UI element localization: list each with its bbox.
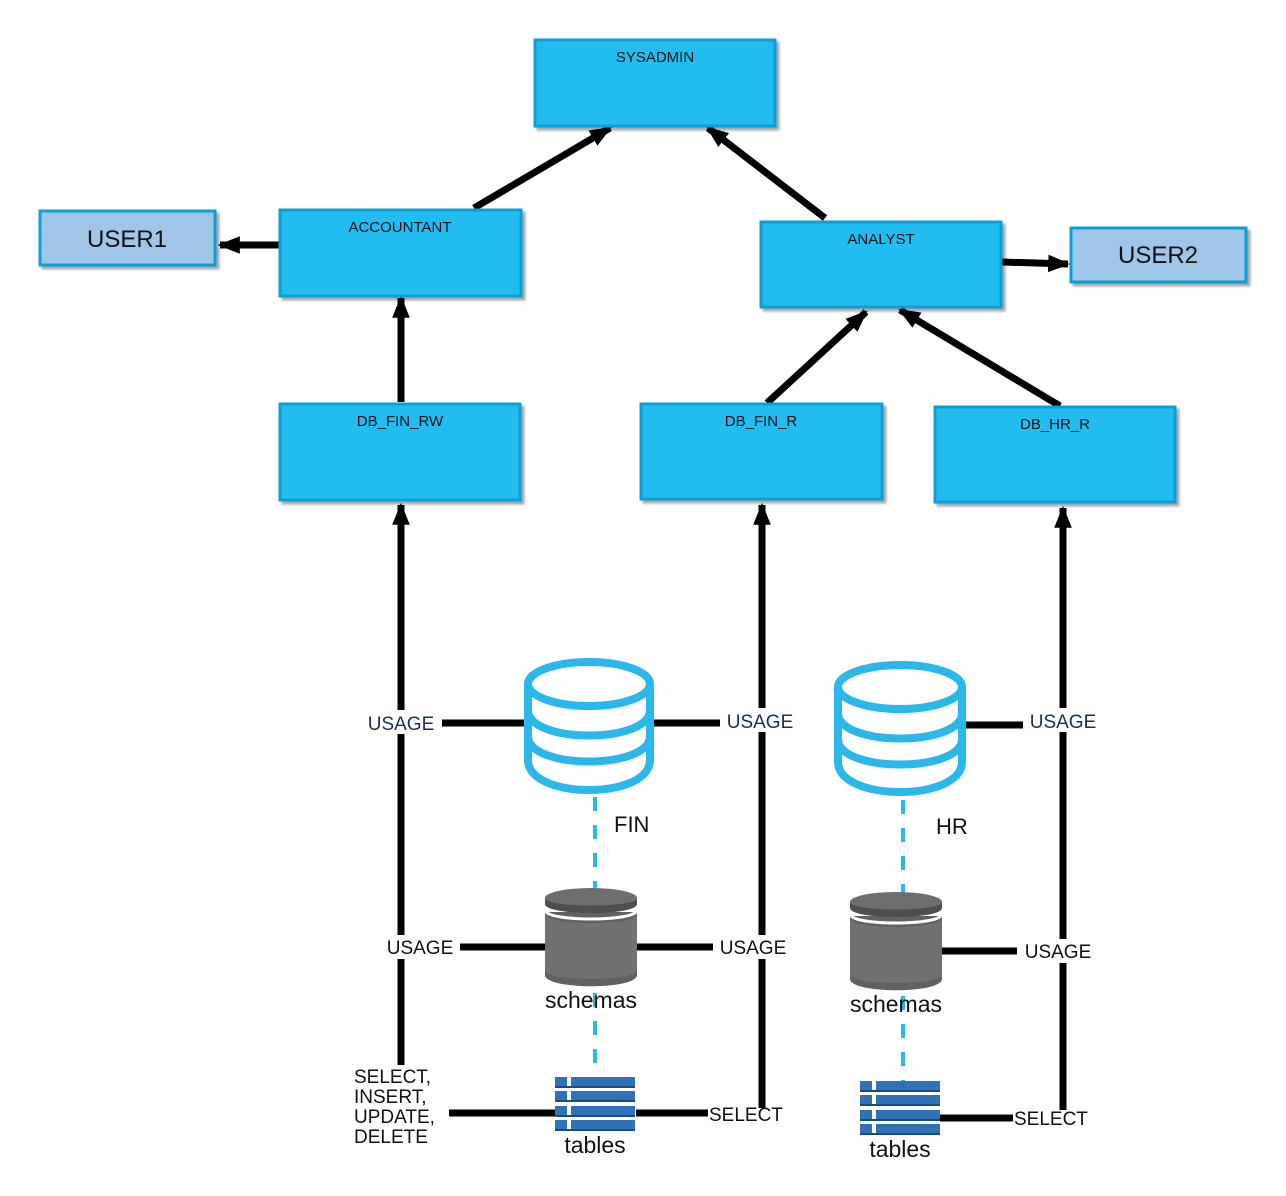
role-db-fin-r-label: DB_FIN_R <box>725 413 798 430</box>
hierarchy-arrows <box>217 124 1071 410</box>
arrow-analyst-to-sysadmin <box>705 125 828 221</box>
role-sysadmin[interactable] <box>533 38 777 128</box>
privilege-fin-r-tables: SELECT <box>709 1105 783 1126</box>
schemas-hr-label: schemas <box>850 991 942 1017</box>
user-user2-label: USER2 <box>1118 242 1198 269</box>
privilege-fin-rw-tables-line4: DELETE <box>354 1127 428 1148</box>
database-fin-label: FIN <box>614 812 649 837</box>
schemas-icon-fin[interactable] <box>543 888 639 987</box>
privilege-fin-rw-tables-line2: INSERT, <box>354 1087 427 1108</box>
role-sysadmin-label: SYSADMIN <box>616 49 694 66</box>
database-icon-hr[interactable] <box>834 661 966 796</box>
arrow-db-hr-r-to-analyst <box>898 306 1062 410</box>
schemas-icon-hr[interactable] <box>848 892 944 991</box>
role-db-fin-rw-label: DB_FIN_RW <box>357 413 444 430</box>
privilege-hr-r-db: USAGE <box>1030 712 1097 733</box>
arrow-accountant-to-sysadmin <box>472 124 612 212</box>
arrow-analyst-to-user2 <box>1001 254 1071 273</box>
database-icon-fin[interactable] <box>524 658 654 794</box>
tables-icon-hr[interactable] <box>860 1081 940 1135</box>
privilege-hr-r-schema: USAGE <box>1025 942 1092 963</box>
privilege-labels: USAGE USAGE USAGE USAGE USAGE USAGE SELE… <box>352 708 1104 1148</box>
grant-lines <box>442 719 1023 1122</box>
schemas-fin-label: schemas <box>545 987 637 1013</box>
database-hr-label: HR <box>936 814 968 839</box>
role-db-fin-r[interactable] <box>639 402 884 501</box>
tables-icon-fin[interactable] <box>555 1077 635 1131</box>
tables-fin-label: tables <box>564 1132 625 1158</box>
arrow-db-fin-r-to-analyst <box>764 309 869 406</box>
privilege-fin-rw-db: USAGE <box>368 714 435 735</box>
privilege-fin-r-db: USAGE <box>727 712 794 733</box>
role-db-hr-r-label: DB_HR_R <box>1020 416 1090 433</box>
user-user1[interactable] <box>38 209 217 267</box>
role-accountant-label: ACCOUNTANT <box>348 219 451 236</box>
role-db-fin-rw[interactable] <box>278 402 522 502</box>
privilege-hr-r-tables: SELECT <box>1014 1109 1088 1130</box>
role-accountant[interactable] <box>278 208 523 298</box>
role-analyst[interactable] <box>759 220 1003 309</box>
privilege-fin-r-schema: USAGE <box>720 938 787 959</box>
user-user1-label: USER1 <box>87 226 167 253</box>
tables-hr-label: tables <box>869 1136 930 1162</box>
role-db-hr-r[interactable] <box>933 405 1177 504</box>
role-analyst-label: ANALYST <box>847 231 914 248</box>
privilege-fin-rw-tables-line3: UPDATE, <box>354 1107 435 1128</box>
grant-arrows <box>392 502 1072 1110</box>
privilege-fin-rw-schema: USAGE <box>387 938 454 959</box>
user-user2[interactable] <box>1069 226 1248 284</box>
privilege-fin-rw-tables-line1: SELECT, <box>354 1067 431 1088</box>
